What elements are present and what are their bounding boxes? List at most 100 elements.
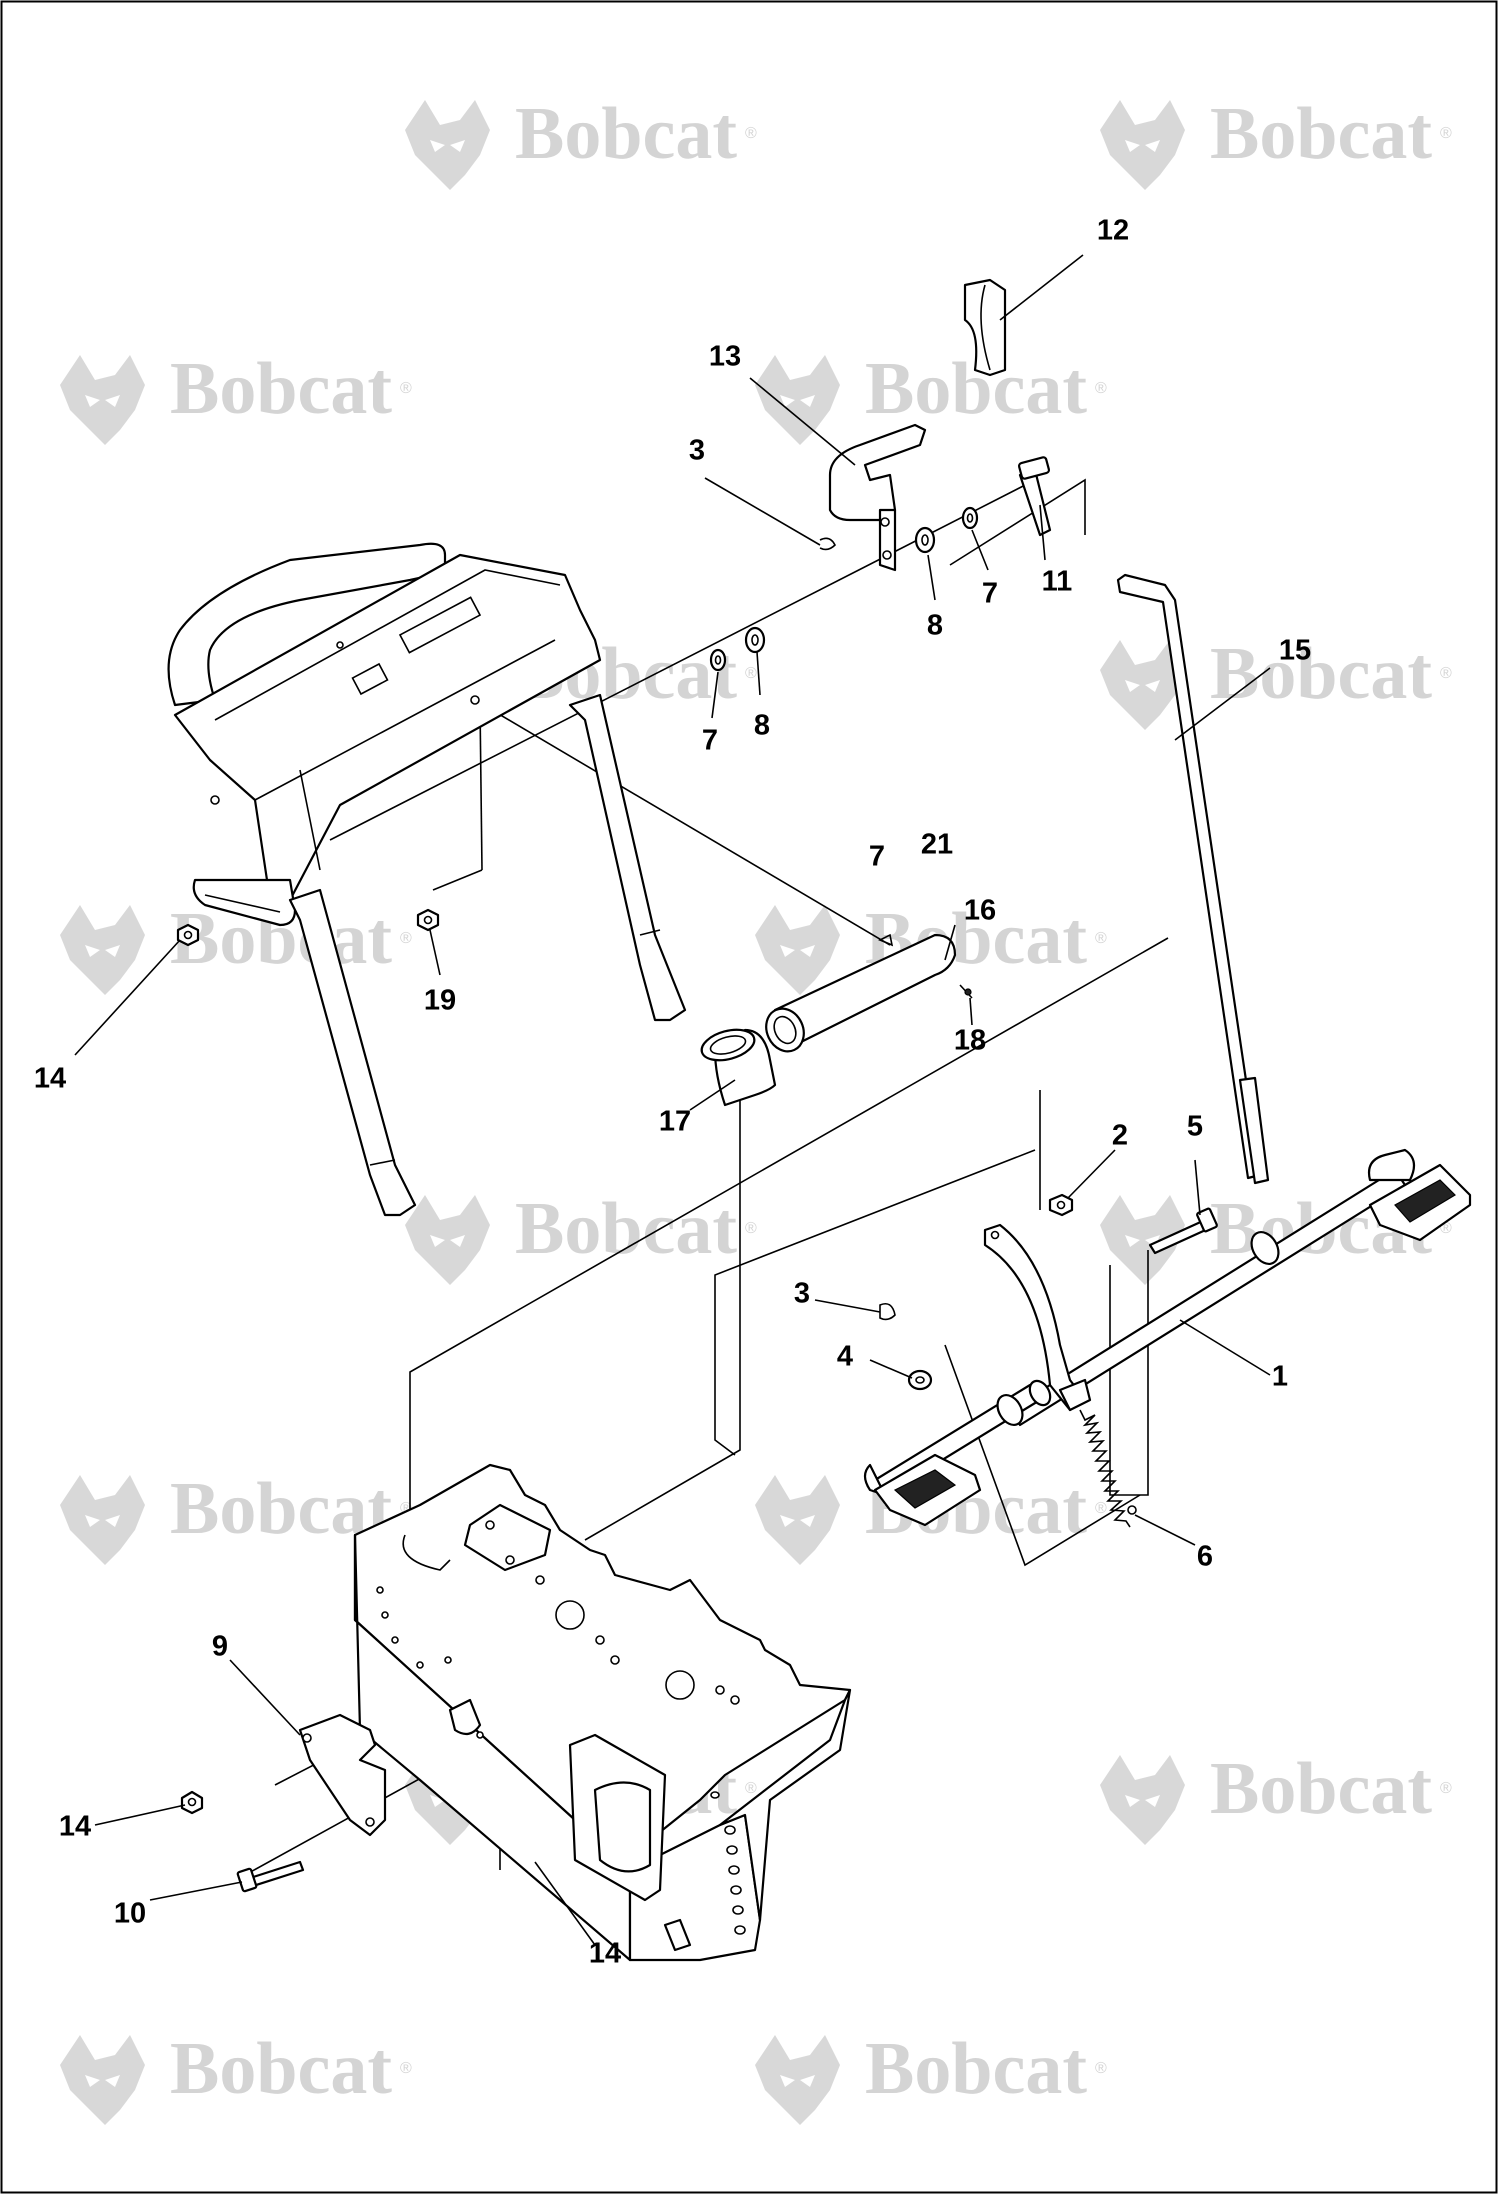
- watermark-text: Bobcat: [1210, 93, 1432, 175]
- tube-16: [765, 933, 957, 1053]
- bolt-5: [1148, 1207, 1218, 1255]
- bobcat-logo-icon: [60, 1475, 145, 1565]
- watermark-registered: ®: [745, 1780, 757, 1797]
- callout-19: 19: [424, 985, 456, 1017]
- handle-bar-assembly: [167, 542, 687, 1217]
- washer-7-mid: [709, 648, 727, 672]
- nut-19: [416, 908, 440, 932]
- pin-3-low: [879, 1302, 896, 1321]
- callout-17: 17: [659, 1106, 691, 1138]
- lever-bracket-13: [819, 423, 927, 572]
- washer-7-top: [961, 506, 979, 530]
- bobcat-watermark: Bobcat ®: [755, 348, 1107, 445]
- washer-8-mid: [744, 626, 766, 654]
- callout-1: 1: [1272, 1361, 1288, 1393]
- watermark-registered: ®: [745, 665, 757, 682]
- watermark-registered: ®: [1440, 665, 1452, 682]
- callout-12: 12: [1097, 215, 1129, 247]
- watermark-text: Bobcat: [515, 93, 737, 175]
- nut-4: [907, 1369, 933, 1391]
- callout-16: 16: [964, 895, 996, 927]
- frame-weldment: [353, 1463, 852, 1962]
- bobcat-logo-icon: [60, 2035, 145, 2125]
- watermark-registered: ®: [1440, 125, 1452, 142]
- watermark-text: Bobcat: [515, 1188, 737, 1270]
- callout-11: 11: [1042, 566, 1073, 598]
- bracket-9: [298, 1713, 387, 1837]
- callout-14-bracket: 14: [59, 1811, 91, 1843]
- watermark-layer: Bobcat ® Bobcat ® Bobcat ® Bobcat: [60, 93, 1452, 2125]
- callout-14-bottom: 14: [589, 1938, 621, 1970]
- callout-21: 21: [921, 829, 953, 861]
- watermark-registered: ®: [1095, 1500, 1107, 1517]
- bolt-10: [236, 1860, 305, 1893]
- callout-8-mid: 8: [754, 710, 770, 742]
- callout-4: 4: [837, 1341, 853, 1373]
- callout-15: 15: [1279, 635, 1311, 667]
- callout-7-mid: 7: [702, 725, 718, 757]
- watermark-registered: ®: [400, 930, 412, 947]
- bolt-11: [1017, 456, 1052, 537]
- callout-13: 13: [709, 341, 741, 373]
- callout-leaders: [74, 254, 1271, 1946]
- nut-2: [1048, 1193, 1074, 1217]
- callout-labels: 12 13 3 11 7 8 7 8 15 7 21 16 19 18 14 1…: [34, 215, 1311, 1970]
- callout-6: 6: [1197, 1541, 1213, 1573]
- pedal-shaft-1: [863, 1148, 1472, 1527]
- watermark-registered: ®: [745, 1220, 757, 1237]
- watermark-registered: ®: [1095, 2060, 1107, 2077]
- bobcat-logo-icon: [755, 355, 840, 445]
- watermark-registered: ®: [745, 125, 757, 142]
- bobcat-logo-icon: [1100, 640, 1185, 730]
- callout-10: 10: [114, 1898, 146, 1930]
- bobcat-logo-icon: [755, 2035, 840, 2125]
- bobcat-logo-icon: [405, 100, 490, 190]
- watermark-text: Bobcat: [170, 2028, 392, 2110]
- washer-8-top: [914, 526, 936, 554]
- watermark-text: Bobcat: [1210, 1748, 1432, 1830]
- callout-9: 9: [212, 1631, 228, 1663]
- bobcat-watermark: Bobcat ®: [1100, 1748, 1452, 1845]
- spring-6: [1079, 1409, 1137, 1528]
- callout-3-low: 3: [794, 1278, 810, 1310]
- bobcat-watermark: Bobcat ®: [755, 2028, 1107, 2125]
- bobcat-watermark: Bobcat ®: [1100, 93, 1452, 190]
- callout-7-top: 7: [982, 578, 998, 610]
- callout-5: 5: [1187, 1111, 1203, 1143]
- watermark-text: Bobcat: [170, 348, 392, 430]
- bushing-17: [700, 1028, 777, 1107]
- bobcat-logo-icon: [60, 355, 145, 445]
- bobcat-logo-icon: [755, 905, 840, 995]
- pin-18: [959, 984, 973, 999]
- callout-14-left: 14: [34, 1063, 66, 1095]
- callout-3-top: 3: [689, 435, 705, 467]
- bobcat-logo-icon: [405, 1195, 490, 1285]
- watermark-registered: ®: [1095, 380, 1107, 397]
- bobcat-logo-icon: [1100, 100, 1185, 190]
- watermark-registered: ®: [1095, 930, 1107, 947]
- bobcat-watermark: Bobcat ®: [1100, 633, 1452, 730]
- watermark-text: Bobcat: [1210, 633, 1432, 715]
- bobcat-watermark: Bobcat ®: [60, 2028, 412, 2125]
- bobcat-logo-icon: [60, 905, 145, 995]
- bobcat-watermark: Bobcat ®: [60, 348, 412, 445]
- grip-12: [963, 278, 1007, 377]
- bobcat-logo-icon: [1100, 1755, 1185, 1845]
- nut-14-left: [176, 923, 200, 947]
- watermark-registered: ®: [1440, 1780, 1452, 1797]
- watermark-text: Bobcat: [865, 2028, 1087, 2110]
- watermark-registered: ®: [400, 2060, 412, 2077]
- watermark-registered: ®: [400, 380, 412, 397]
- bobcat-watermark: Bobcat ®: [405, 1188, 757, 1285]
- bobcat-watermark: Bobcat ®: [405, 93, 757, 190]
- callout-8-top: 8: [927, 610, 943, 642]
- control-rod-15: [1116, 573, 1270, 1185]
- bobcat-logo-icon: [755, 1475, 840, 1565]
- nut-14-bracket: [180, 1790, 204, 1815]
- callout-18: 18: [954, 1025, 986, 1057]
- callout-2: 2: [1112, 1120, 1128, 1152]
- callout-7-free: 7: [869, 841, 885, 873]
